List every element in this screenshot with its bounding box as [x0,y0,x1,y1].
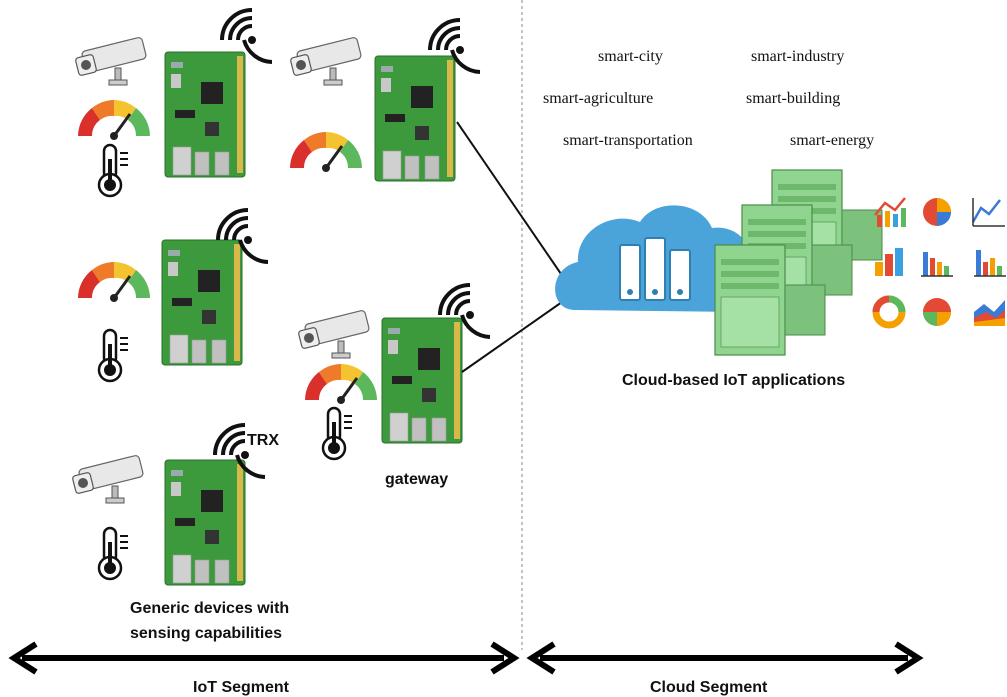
sensor-board [164,459,246,586]
sensor-board [374,55,456,182]
cloud-segment-arrow [526,641,924,675]
area-chart-icon [974,300,1005,326]
domain-label: smart-industry [751,48,844,65]
bar-chart-icon [875,248,903,276]
devices-caption-line1: Generic devices with [130,600,289,617]
device-node: TRX [71,423,279,586]
gauge-icon [76,260,152,304]
camera-icon [289,36,363,86]
devices-caption-line2: sensing capabilities [130,625,282,642]
bar-chart-icon [974,250,1006,277]
line-chart-icon [971,198,1005,227]
gauge-icon [288,130,364,174]
gateway-node: gateway [297,283,492,488]
uplink-line [456,121,573,291]
cloud-apps-caption: Cloud-based IoT applications [622,372,845,389]
camera-icon [297,309,371,359]
cloud-icon [555,205,762,312]
trx-label: TRX [247,432,279,449]
line-chart-icon [874,197,906,227]
donut-chart-icon [872,295,906,329]
thermometer-icon [97,526,130,581]
analytics-icons [872,197,1006,329]
thermometer-icon [321,406,354,461]
cloud-segment-label: Cloud Segment [650,679,768,696]
pie-chart-icon [923,298,951,326]
server-stack-icon [714,169,883,356]
gateway-board [381,317,463,444]
domain-label: smart-city [598,48,663,65]
gauge-icon [76,98,152,142]
sensor-board [161,239,243,366]
pie-chart-icon [923,198,951,226]
domain-label: smart-transportation [563,132,693,149]
camera-icon [71,454,145,504]
camera-icon [74,36,148,86]
iot-segment-arrow [8,641,520,675]
iot-segment-label: IoT Segment [193,679,290,696]
device-node [76,208,270,383]
domain-label: smart-energy [790,132,874,149]
thermometer-icon [97,143,130,198]
gateway-label: gateway [385,471,448,488]
sensor-board [164,51,246,178]
domain-label: smart-agriculture [543,90,653,107]
domain-label: smart-building [746,90,840,107]
gauge-icon [303,362,379,406]
device-node [74,8,274,198]
bar-chart-icon [921,252,953,277]
uplink-line [461,294,573,373]
thermometer-icon [97,328,130,383]
device-node [288,18,482,182]
